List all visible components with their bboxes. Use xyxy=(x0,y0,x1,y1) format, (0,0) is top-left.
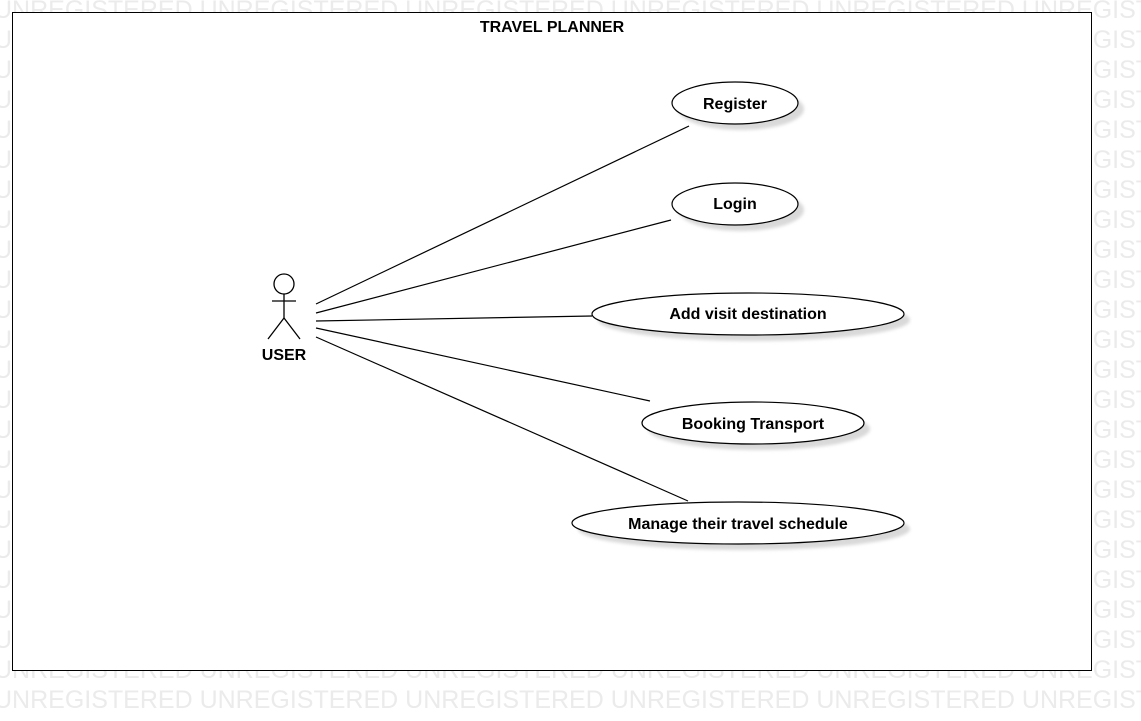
use-case-label: Add visit destination xyxy=(669,306,826,323)
association-add-visit-destination xyxy=(315,315,593,322)
use-case-label: Booking Transport xyxy=(682,416,825,433)
actor-right-leg xyxy=(283,317,301,340)
use-case-login[interactable]: Login xyxy=(671,182,804,231)
use-case-register[interactable]: Register xyxy=(671,81,804,130)
use-case-label: Register xyxy=(703,96,767,113)
associations xyxy=(315,125,690,502)
use-case-ellipse xyxy=(671,81,799,125)
actor-head xyxy=(273,273,295,295)
association-manage-travel-schedule xyxy=(315,336,689,502)
use-case-ellipse xyxy=(571,501,905,545)
association-register xyxy=(315,125,690,305)
actor-user[interactable] xyxy=(267,273,301,340)
use-case-booking-transport[interactable]: Booking Transport xyxy=(641,401,870,450)
actor-left-leg xyxy=(267,317,285,340)
system-boundary: TRAVEL PLANNER xyxy=(12,12,1092,671)
use-case-ellipse xyxy=(591,292,905,336)
use-case-ellipse xyxy=(641,401,865,445)
use-case-manage-travel-schedule[interactable]: Manage their travel schedule xyxy=(571,501,910,550)
association-booking-transport xyxy=(315,327,651,402)
use-case-label: Login xyxy=(713,196,757,213)
association-login xyxy=(315,219,672,314)
system-title: TRAVEL PLANNER xyxy=(479,19,625,36)
actor-label: USER xyxy=(262,347,307,364)
use-case-add-visit-destination[interactable]: Add visit destination xyxy=(591,292,910,341)
use-case-ellipse xyxy=(671,182,799,226)
use-case-label: Manage their travel schedule xyxy=(628,516,848,533)
watermark-text: UNREGISTERED UNREGISTERED UNREGISTERED U… xyxy=(0,686,1141,714)
